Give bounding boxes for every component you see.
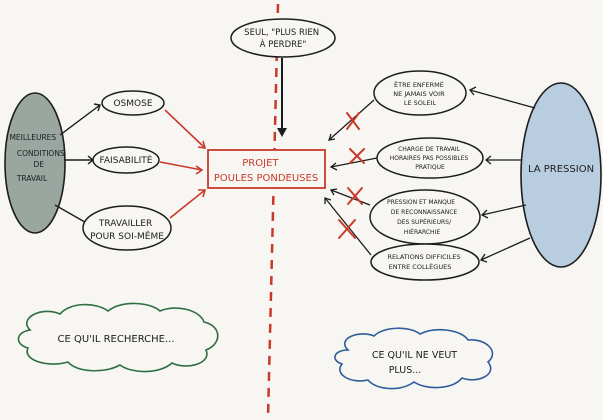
red-x-3 <box>347 187 363 205</box>
arrow-head-enferme-center <box>328 133 336 141</box>
center-box: PROJET POULES PONDEUSES <box>207 149 326 189</box>
node-top: SEUL, "PLUS RIEN À PERDRE" <box>230 18 336 58</box>
center-box-label: PROJET POULES PONDEUSES <box>214 158 318 184</box>
red-arrow-travailler <box>169 189 206 219</box>
arrow-head-enferme <box>468 86 477 96</box>
cloud-ne-veut-plus-label: CE QU'IL NE VEUT PLUS... <box>372 350 460 376</box>
red-x-2 <box>349 148 365 164</box>
node-osmose: OSMOSE <box>101 90 165 116</box>
node-faisabilite-shape <box>92 146 160 174</box>
red-arrows <box>159 109 207 219</box>
node-relations-label: RELATIONS DIFFICILES ENTRE COLLÈGUES <box>387 253 462 271</box>
arrow-head-charge-center <box>329 162 338 171</box>
node-relations: RELATIONS DIFFICILES ENTRE COLLÈGUES <box>370 243 480 281</box>
right-ellipse-arrows <box>468 86 536 263</box>
red-arrow-head-travailler <box>198 189 207 198</box>
center-divider <box>266 3 280 419</box>
node-relations-shape <box>370 243 480 281</box>
arrow-head-osmose <box>93 103 101 112</box>
node-osmose-label: OSMOSE <box>113 99 152 109</box>
right-ellipse: LA PRESSION <box>520 82 602 268</box>
red-arrow-osmose <box>164 109 206 149</box>
node-top-shape <box>230 18 336 58</box>
node-osmose-shape <box>101 90 165 116</box>
arrow-head-charge <box>484 155 492 165</box>
arrow-to-pression <box>481 204 527 216</box>
node-travailler: TRAVAILLER POUR SOI-MÊME <box>82 205 172 251</box>
cloud-ne-veut-plus: CE QU'IL NE VEUT PLUS... <box>334 327 494 390</box>
left-ellipse-text: MEILLEURES CONDITIONS DE TRAVAIL <box>9 133 67 183</box>
arrow-top-head <box>277 128 287 137</box>
arrow-pression-center <box>330 189 371 206</box>
node-charge-label: CHARGE DE TRAVAIL HORAIRES PAS POSSIBLES… <box>390 146 470 171</box>
left-ellipse: MEILLEURES CONDITIONS DE TRAVAIL <box>4 92 67 234</box>
arrow-head-pression-center <box>329 188 338 196</box>
red-x-4 <box>338 219 356 239</box>
node-enferme-label: ÊTRE ENFERMÉ NE JAMAIS VOIR LE SOLEIL <box>393 80 446 107</box>
node-faisabilite: FAISABILITÉ <box>92 146 160 174</box>
node-pression: PRESSION ET MANQUE DE RECONNAISSANCE DES… <box>369 189 481 245</box>
cloud-recherche-shape <box>17 302 219 373</box>
node-faisabilite-label: FAISABILITÉ <box>100 154 153 166</box>
arrow-to-osmose <box>59 104 101 136</box>
left-ellipse-shape <box>4 92 66 234</box>
red-arrow-head-osmose <box>197 140 207 149</box>
center-box-frame <box>207 149 326 189</box>
arrow-head-relations-center <box>324 197 332 204</box>
arrow-head-relations <box>479 253 488 263</box>
arrow-to-enferme <box>469 89 536 109</box>
right-ellipse-label: LA PRESSION <box>528 164 594 175</box>
arrow-top-to-center <box>277 58 287 137</box>
node-top-label: SEUL, "PLUS RIEN À PERDRE" <box>244 28 322 50</box>
cloud-recherche: CE QU'IL RECHERCHE... <box>17 302 219 373</box>
cloud-recherche-label: CE QU'IL RECHERCHE... <box>57 334 174 345</box>
right-ellipse-shape <box>520 82 602 268</box>
red-arrow-faisabilite <box>159 161 203 171</box>
red-arrow-head-faisabilite <box>195 165 204 175</box>
red-x-1 <box>346 112 360 130</box>
node-enferme-shape <box>373 70 467 116</box>
node-travailler-shape <box>82 205 172 251</box>
cloud-ne-veut-plus-shape <box>334 327 494 390</box>
node-pression-label: PRESSION ET MANQUE DE RECONNAISSANCE DES… <box>387 199 459 236</box>
red-x-marks <box>338 112 365 239</box>
node-travailler-label: TRAVAILLER POUR SOI-MÊME <box>90 219 164 242</box>
node-charge: CHARGE DE TRAVAIL HORAIRES PAS POSSIBLES… <box>376 137 484 179</box>
node-enferme: ÊTRE ENFERMÉ NE JAMAIS VOIR LE SOLEIL <box>373 70 467 116</box>
arrow-head-pression <box>480 209 489 219</box>
arrow-to-relations <box>480 237 531 261</box>
arrow-charge-center <box>330 157 378 168</box>
